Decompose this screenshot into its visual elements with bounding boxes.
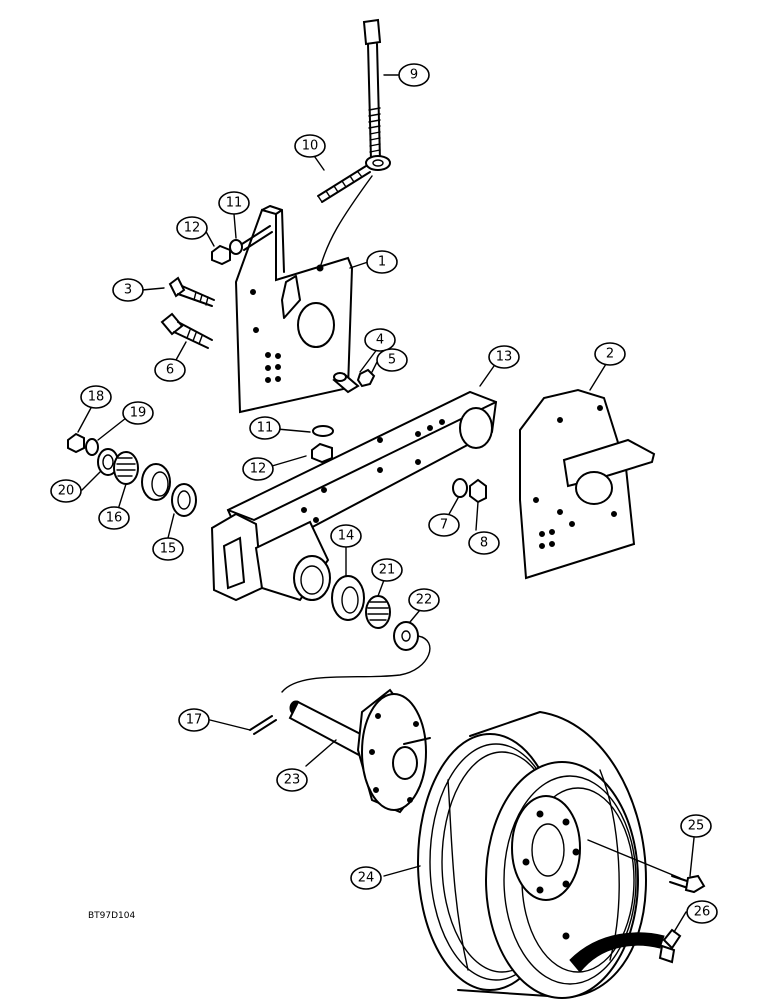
callout-6: 6 [154,358,186,382]
svg-text:14: 14 [338,529,355,544]
callout-2: 2 [594,342,626,366]
nut-12-upper [211,244,231,266]
washer-11-upper [229,225,273,255]
svg-text:6: 6 [166,363,174,378]
callout-19: 19 [122,401,154,425]
callout-8: 8 [468,531,500,555]
svg-text:12: 12 [250,462,267,477]
svg-text:24: 24 [358,871,375,886]
svg-text:17: 17 [186,713,203,728]
svg-text:18: 18 [88,390,105,405]
cup-14 [331,575,365,621]
svg-text:13: 13 [496,350,513,365]
svg-text:11: 11 [226,196,243,211]
callout-14: 14 [330,524,362,548]
callout-22: 22 [408,588,440,612]
spindle-23 [288,688,431,814]
svg-text:11: 11 [257,421,274,436]
nut-8 [469,478,487,504]
bracket-plate-1 [234,175,373,414]
svg-text:10: 10 [302,139,319,154]
callout-11-lower: 11 [249,416,281,440]
nut-18 [67,432,85,454]
eye-bolt-10 [317,155,391,203]
callout-25: 25 [680,814,712,838]
bolt-25 [669,874,706,894]
wheel-24 [417,711,681,999]
callout-12-upper: 12 [176,216,208,240]
callout-3: 3 [112,278,144,302]
callout-21: 21 [371,558,403,582]
callout-7: 7 [428,513,460,537]
bolt-3 [168,276,215,307]
callout-18: 18 [80,385,112,409]
valve-26 [658,928,682,964]
svg-text:3: 3 [124,283,132,298]
callout-26: 26 [686,900,718,924]
bracket-plate-2 [519,388,656,580]
leader-lines [77,74,695,933]
svg-text:9: 9 [410,68,418,83]
svg-text:2: 2 [606,347,614,362]
bolt-6 [160,312,213,349]
bearing-16 [113,451,139,485]
bolt-9 [362,18,382,161]
cotter-pin-17 [249,715,277,735]
diagram-code: BT97D104 [88,911,136,921]
bearing-21 [365,595,391,629]
svg-text:12: 12 [184,221,201,236]
svg-text:21: 21 [379,563,396,578]
callout-5: 5 [376,348,408,372]
washer-7 [452,478,468,498]
callout-9: 9 [398,63,430,87]
svg-text:23: 23 [284,773,301,788]
svg-text:15: 15 [160,542,177,557]
callout-4: 4 [364,328,396,352]
callout-10: 10 [294,134,326,158]
frame-tube-13 [210,390,498,602]
svg-text:19: 19 [130,406,147,421]
pin-4 [332,372,360,394]
nut-5 [356,368,376,388]
nut-12-lower [311,442,333,464]
callout-17: 17 [178,708,210,732]
svg-text:8: 8 [480,536,488,551]
svg-text:4: 4 [376,333,384,348]
callout-13: 13 [488,345,520,369]
callout-11-upper: 11 [218,191,250,215]
svg-text:5: 5 [388,353,396,368]
callout-16: 16 [98,506,130,530]
svg-text:25: 25 [688,819,705,834]
callout-12-lower: 12 [242,457,274,481]
callout-1: 1 [366,250,398,274]
svg-text:20: 20 [58,484,75,499]
washer-11-lower [312,425,334,437]
cup-15 [141,463,197,517]
svg-text:22: 22 [416,593,433,608]
callout-24: 24 [350,866,382,890]
callout-23: 23 [276,768,308,792]
leader-line [281,635,431,693]
washer-19 [85,438,99,456]
callout-15: 15 [152,537,184,561]
svg-text:7: 7 [440,518,448,533]
callout-20: 20 [50,479,82,503]
svg-text:26: 26 [694,905,711,920]
svg-text:16: 16 [106,511,123,526]
seal-22 [393,621,419,651]
svg-text:1: 1 [378,255,386,270]
